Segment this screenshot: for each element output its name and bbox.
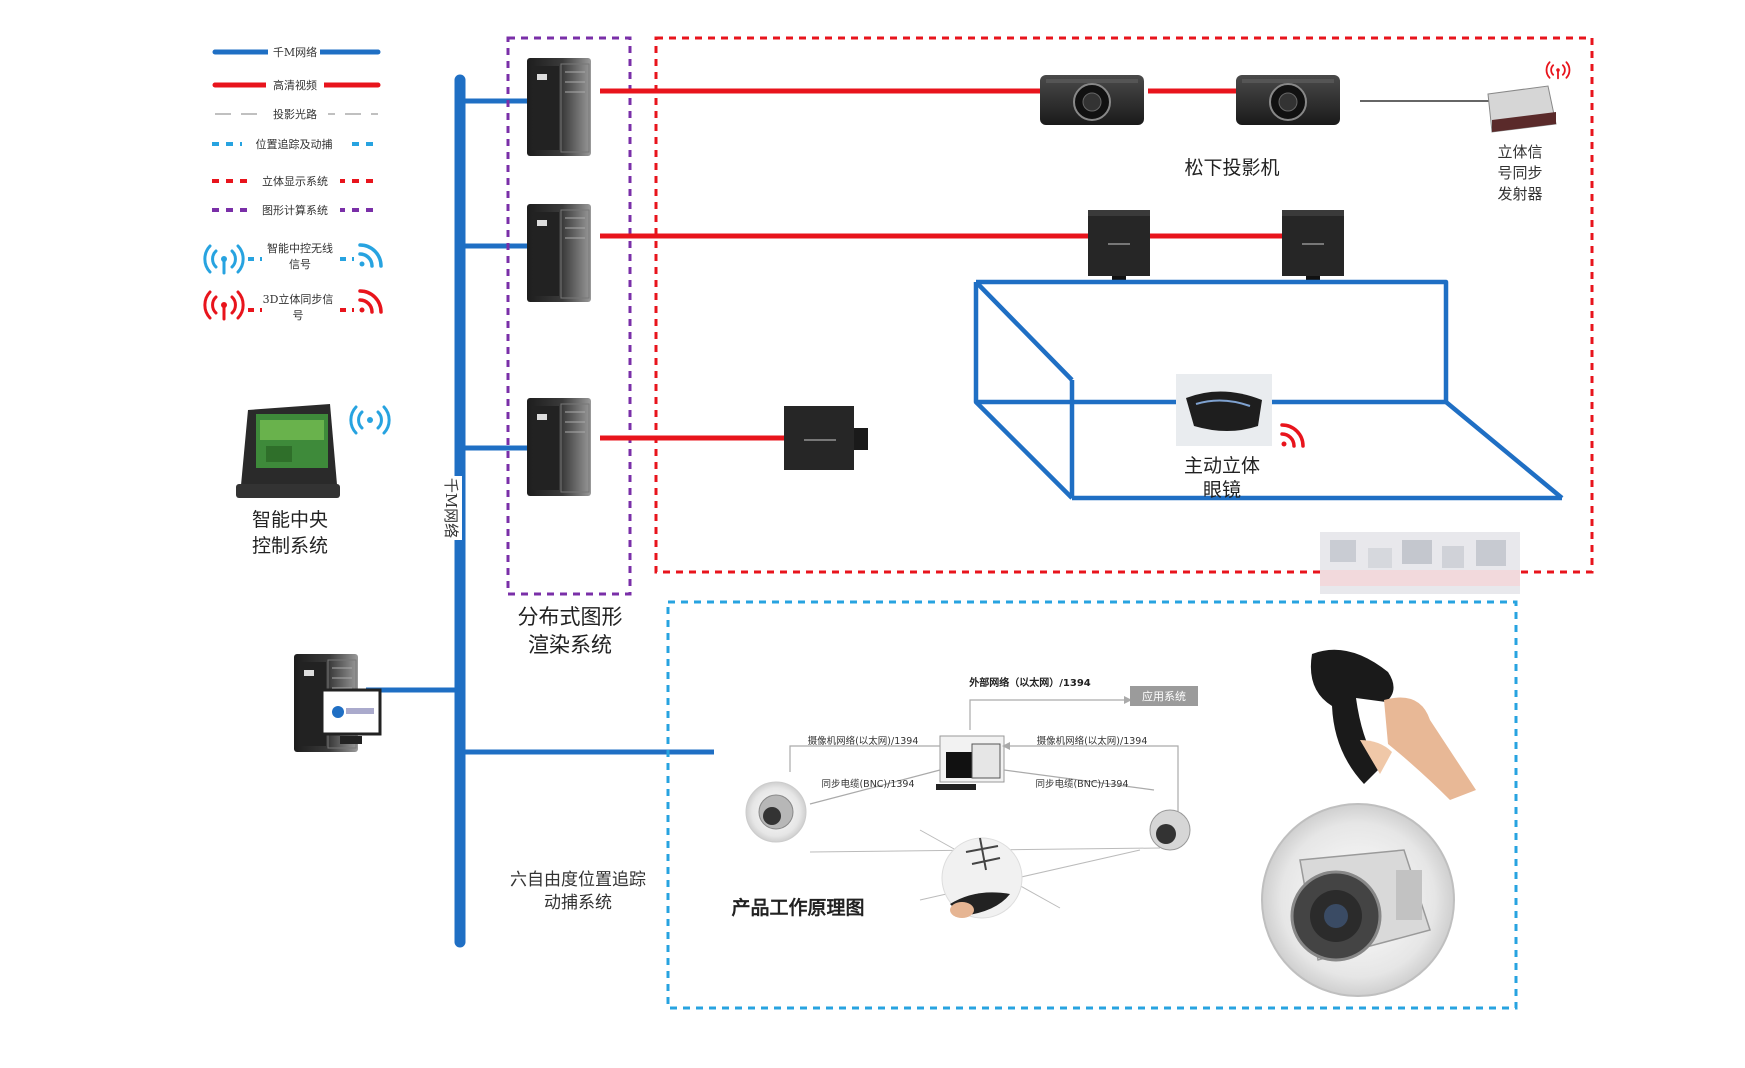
stereo-sync-signal-icon (358, 289, 383, 314)
projector-3 (1087, 209, 1151, 285)
wireless-signal-icon (358, 243, 383, 268)
network-bus: 千M网络 (366, 74, 714, 948)
legend-stereo-display: 立体显示系统 (262, 174, 328, 188)
large-tracking-camera (1261, 803, 1455, 997)
emitter-label-line1: 立体信 (1497, 143, 1542, 161)
app-system-box: 应用系统 (1142, 689, 1186, 703)
render-server-2 (526, 203, 592, 303)
tracking-label-line2: 动捕系统 (544, 893, 612, 913)
tracking-camera-left (745, 781, 807, 843)
glasses-label-line1: 主动立体 (1184, 455, 1260, 477)
wireless-signal-icon (349, 405, 391, 435)
sync-cable-left-label: 同步电缆(BNC)/1394 (821, 778, 914, 790)
legend-hd-video: 高清视频 (273, 78, 317, 92)
legend-sync-line1: 3D立体同步信 (263, 292, 334, 306)
principle-diagram: 外部网络（以太网）/1394 应用系统 摄像机网络(以太网)/1394 摄像机网… (731, 676, 1198, 919)
render-label-line2: 渲染系统 (528, 633, 612, 657)
active-3d-glasses (1176, 374, 1272, 446)
tracking-system: 六自由度位置追踪 动捕系统 外部网络（以太网）/1394 应用系统 摄像机网络(… (510, 600, 1518, 1010)
stereo-sync-signal-icon (1280, 423, 1305, 448)
projector-label: 松下投影机 (1184, 157, 1279, 179)
projector-4 (1281, 209, 1345, 285)
display-screen-box (973, 279, 1564, 501)
legend-wireless-line2: 信号 (289, 258, 311, 271)
wireless-signal-icon (203, 244, 245, 275)
legend-tracking: 位置追踪及动捕 (256, 137, 333, 151)
control-label-line1: 智能中央 (252, 509, 328, 531)
legend-wireless-line1: 智能中控无线 (267, 241, 333, 255)
stereo-sync-emitter (1487, 85, 1557, 133)
external-network-label: 外部网络（以太网）/1394 (968, 676, 1091, 689)
blurred-patch (1320, 532, 1520, 594)
projector-5 (784, 406, 868, 470)
projector-2 (1235, 74, 1341, 126)
emitter-label-line2: 号同步 (1497, 164, 1542, 182)
glasses-label-line2: 眼镜 (1203, 479, 1241, 501)
projector-1 (1039, 74, 1145, 126)
stereo-sync-signal-icon (1545, 61, 1571, 80)
legend: 千M网络 高清视频 投影光路 位置追踪及动捕 立体显示系统 图形计算系统 智能中… (203, 44, 383, 322)
camera-network-right-label: 摄像机网络(以太网)/1394 (1037, 735, 1148, 747)
tracking-camera-right (1149, 809, 1191, 851)
control-label-line2: 控制系统 (252, 535, 328, 557)
sync-cable-right-label: 同步电缆(BNC)/1394 (1035, 778, 1128, 790)
principle-title: 产品工作原理图 (731, 896, 864, 919)
workstation (293, 653, 382, 753)
camera-network-left-label: 摄像机网络(以太网)/1394 (808, 735, 919, 747)
stereo-sync-signal-icon (203, 290, 245, 321)
render-label-line1: 分布式图形 (518, 605, 623, 629)
legend-network: 千M网络 (273, 45, 317, 59)
network-bus-label: 千M网络 (442, 478, 460, 538)
stereo-display-system: 松下投影机 立体信 号同步 发射器 (600, 36, 1594, 574)
render-server-1 (526, 57, 592, 157)
legend-graphics-compute: 图形计算系统 (262, 203, 328, 217)
graphics-compute-system: 分布式图形 渲染系统 (506, 36, 632, 657)
tracking-label-line1: 六自由度位置追踪 (510, 870, 646, 890)
legend-projection: 投影光路 (273, 107, 317, 121)
legend-sync-line2: 号 (293, 309, 304, 322)
render-server-3 (526, 397, 592, 497)
emitter-label-line3: 发射器 (1497, 185, 1542, 203)
handheld-tracker (1310, 649, 1476, 800)
central-control-system: 智能中央 控制系统 (236, 404, 391, 557)
